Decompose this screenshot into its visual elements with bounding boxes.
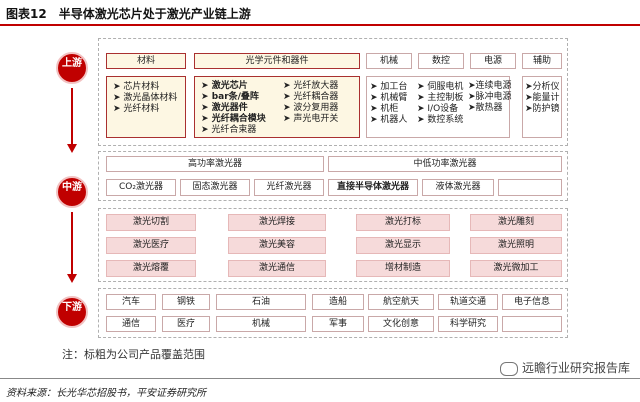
- downstream-marker: 下游: [56, 296, 88, 328]
- upstream-label: 上游: [62, 58, 82, 69]
- application-cell: 激光微加工: [470, 260, 562, 277]
- optics-item: ➤ 光纤放大器: [283, 81, 339, 91]
- midstream-marker: 中游: [56, 176, 88, 208]
- industry-cell: 航空航天: [368, 294, 434, 310]
- flow-arrow-2: [67, 274, 77, 283]
- figure-number: 图表12: [6, 7, 47, 21]
- optics-list: ➤ 激光芯片 ➤ bar条/叠阵 ➤ 激光器件 ➤ 光纤耦合模块 ➤ 光纤合束器…: [194, 76, 360, 138]
- control-item: ➤ 主控制板: [417, 93, 464, 103]
- control-header: 数控: [418, 53, 464, 69]
- industry-cell: 电子信息: [502, 294, 562, 310]
- industry-cell: 造船: [312, 294, 364, 310]
- optics-item: ➤ 声光电开关: [283, 114, 339, 124]
- optics-item: ➤ 波分复用器: [283, 103, 339, 113]
- laser-type-other: [498, 179, 562, 196]
- industry-cell: 汽车: [106, 294, 156, 310]
- application-cell: 激光熔覆: [106, 260, 196, 277]
- laser-type-liquid: 液体激光器: [422, 179, 494, 196]
- industry-cell: 石油: [216, 294, 306, 310]
- watermark-text: 远瞻行业研究报告库: [521, 361, 630, 375]
- application-cell: 增材制造: [356, 260, 450, 277]
- aux-item: ➤分析仪: [525, 82, 560, 92]
- figure-header: 图表12 半导体激光芯片处于激光产业链上游: [0, 0, 640, 26]
- materials-item: ➤ 芯片材料: [113, 82, 160, 92]
- downstream-frame: [98, 288, 568, 338]
- industry-cell: 通信: [106, 316, 156, 332]
- application-cell: 激光显示: [356, 237, 450, 254]
- materials-header: 材料: [106, 53, 186, 69]
- optics-item: ➤ 光纤耦合器: [283, 92, 339, 102]
- industry-cell: 军事: [312, 316, 364, 332]
- industry-cell: 科学研究: [438, 316, 498, 332]
- optics-item: ➤ bar条/叠阵: [201, 92, 259, 102]
- industry-cell: 机械: [216, 316, 306, 332]
- machine-header: 机械: [366, 53, 412, 69]
- flow-line-2: [71, 212, 73, 274]
- application-cell: 激光照明: [470, 237, 562, 254]
- power-list: ➤连续电源 ➤脉冲电源 ➤散热器: [468, 76, 516, 138]
- equipment-list: ➤ 加工台 ➤ 机械臂 ➤ 机柜 ➤ 机器人 ➤ 伺服电机 ➤ 主控制板 ➤ I…: [366, 76, 510, 138]
- application-frame: [98, 208, 568, 282]
- industry-cell: 钢铁: [162, 294, 210, 310]
- figure-caption: 半导体激光芯片处于激光产业链上游: [58, 7, 251, 21]
- machine-item: ➤ 机器人: [370, 115, 408, 125]
- application-cell: 激光打标: [356, 214, 450, 231]
- application-cell: 激光美容: [228, 237, 326, 254]
- flow-line-1: [71, 88, 73, 144]
- optics-header: 光学元件和器件: [194, 53, 360, 69]
- laser-type-solid: 固态激光器: [180, 179, 250, 196]
- optics-item: ➤ 激光芯片: [201, 81, 248, 91]
- application-cell: 激光医疗: [106, 237, 196, 254]
- aux-header: 辅助: [522, 53, 562, 69]
- power-item: ➤脉冲电源: [468, 92, 512, 102]
- optics-item: ➤ 激光器件: [201, 103, 248, 113]
- figure-note: 注：标粗为公司产品覆盖范围: [62, 348, 205, 361]
- application-cell: 激光焊接: [228, 214, 326, 231]
- machine-item: ➤ 加工台: [370, 82, 408, 92]
- source-text: 资料来源：长光华芯招股书，平安证券研究所: [6, 388, 206, 399]
- downstream-label: 下游: [62, 302, 82, 313]
- industry-cell: [502, 316, 562, 332]
- flow-arrow-1: [67, 144, 77, 153]
- control-item: ➤ I/O设备: [417, 104, 459, 114]
- industry-cell: 医疗: [162, 316, 210, 332]
- power-item: ➤散热器: [468, 103, 503, 113]
- machine-item: ➤ 机械臂: [370, 93, 408, 103]
- aux-item: ➤防护镜: [525, 104, 560, 114]
- application-cell: 激光雕刻: [470, 214, 562, 231]
- laser-type-fiber: 光纤激光器: [254, 179, 324, 196]
- materials-item: ➤ 光纤材料: [113, 104, 160, 114]
- application-cell: 激光切割: [106, 214, 196, 231]
- figure-title: 图表12 半导体激光芯片处于激光产业链上游: [6, 5, 263, 22]
- aux-list: ➤分析仪 ➤能量计 ➤防护镜: [522, 76, 562, 138]
- midstream-label: 中游: [62, 182, 82, 193]
- optics-item: ➤ 光纤耦合模块: [201, 114, 266, 124]
- optics-item: ➤ 光纤合束器: [201, 125, 257, 135]
- watermark: 远瞻行业研究报告库: [499, 359, 630, 376]
- aux-item: ➤能量计: [525, 93, 560, 103]
- wechat-icon: [499, 361, 518, 376]
- upstream-marker: 上游: [56, 52, 88, 84]
- laser-type-co2: CO₂激光器: [106, 179, 176, 196]
- materials-item: ➤ 激光晶体材料: [113, 93, 178, 103]
- power-item: ➤连续电源: [468, 81, 512, 91]
- midstream-frame: [98, 151, 568, 201]
- mid-low-power-lasers: 中低功率激光器: [328, 156, 562, 172]
- high-power-lasers: 高功率激光器: [106, 156, 324, 172]
- laser-type-direct-diode: 直接半导体激光器: [328, 179, 418, 196]
- application-cell: 激光通信: [228, 260, 326, 277]
- control-item: ➤ 伺服电机: [417, 82, 464, 92]
- upstream-frame: [98, 38, 568, 146]
- materials-list: ➤ 芯片材料 ➤ 激光晶体材料 ➤ 光纤材料: [106, 76, 186, 138]
- machine-item: ➤ 机柜: [370, 104, 399, 114]
- power-header: 电源: [470, 53, 516, 69]
- figure-footer: 远瞻行业研究报告库 资料来源：长光华芯招股书，平安证券研究所: [0, 361, 640, 402]
- industry-cell: 文化创意: [368, 316, 434, 332]
- industry-cell: 轨道交通: [438, 294, 498, 310]
- control-item: ➤ 数控系统: [417, 115, 464, 125]
